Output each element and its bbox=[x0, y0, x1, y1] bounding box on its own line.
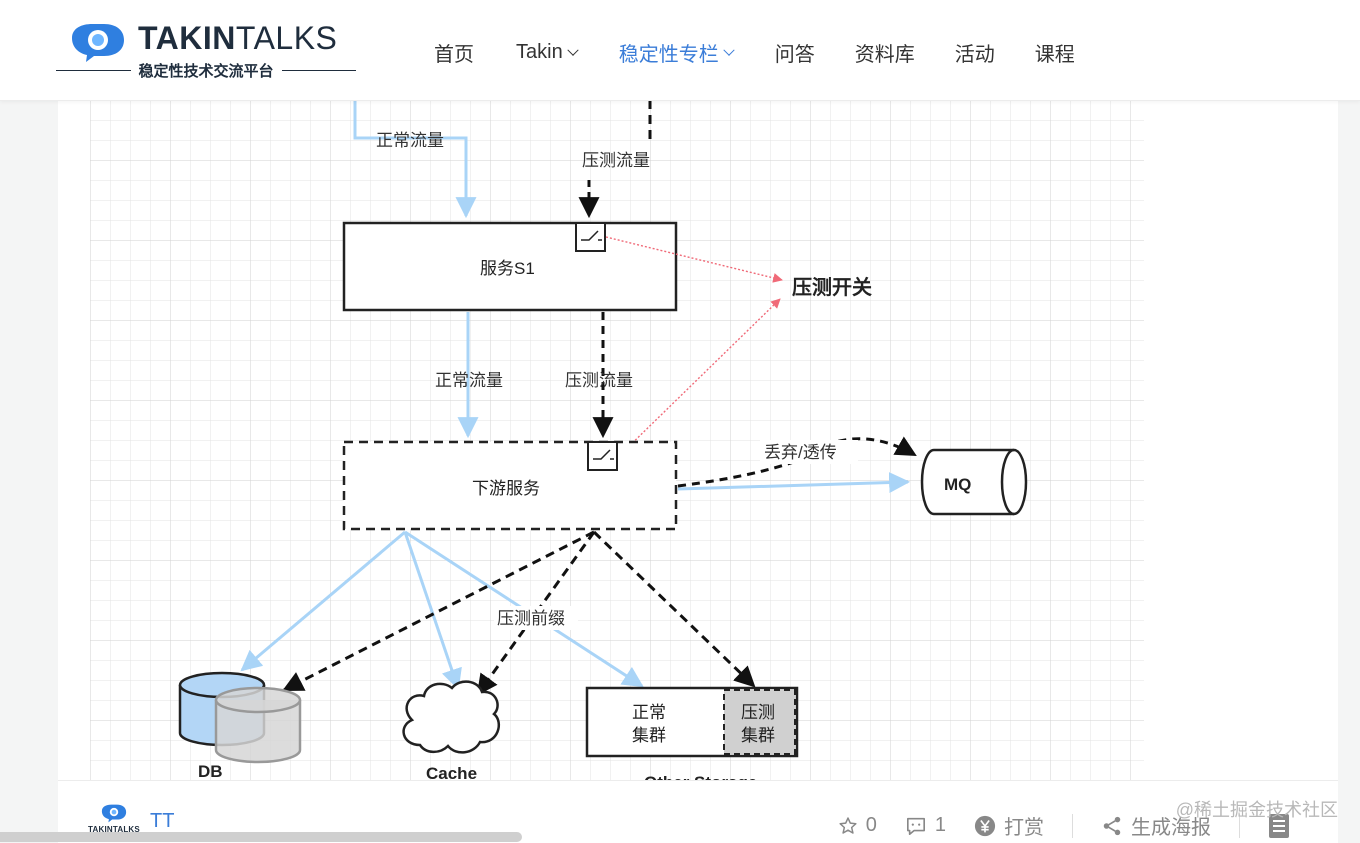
mq-label: MQ bbox=[944, 475, 971, 494]
speech-bubble-logo-icon bbox=[101, 804, 127, 823]
prefix-label-bg bbox=[494, 606, 578, 630]
share-poster-label: 生成海报 bbox=[1131, 817, 1211, 839]
discard-passthrough-label: 丢弃/透传 bbox=[764, 443, 837, 462]
cache-cloud-icon bbox=[402, 680, 500, 754]
horizontal-scrollbar[interactable] bbox=[0, 832, 522, 842]
action-divider bbox=[1072, 813, 1073, 838]
service-s1-box bbox=[342, 221, 678, 312]
stress-test-traffic-diagram: 正常流量 压测流量 服务S1 压测开关 正常流量 压测流量 下游服务 bbox=[90, 100, 1144, 792]
yen-icon bbox=[974, 815, 996, 836]
action-divider bbox=[1239, 813, 1240, 838]
stress-cluster-box bbox=[723, 689, 796, 755]
author-name[interactable]: TT bbox=[150, 810, 175, 832]
normal-cluster-label-1: 正常 bbox=[632, 703, 666, 722]
mq-normal-flow-arrow bbox=[677, 472, 911, 494]
main-nav: 首页 Takin 稳定性专栏 问答 资料库 活动 课程 bbox=[420, 38, 1075, 67]
nav-item-stability-column[interactable]: 稳定性专栏 bbox=[618, 38, 735, 67]
stress-prefix-label: 压测前缀 bbox=[497, 609, 565, 628]
speech-bubble-logo-icon bbox=[72, 24, 124, 62]
nav-item-home[interactable]: 首页 bbox=[434, 38, 474, 67]
db-cylinder-icon bbox=[178, 671, 302, 764]
nav-label: 稳定性专栏 bbox=[618, 44, 719, 66]
mq-queue-icon bbox=[920, 448, 1028, 516]
logo-tagline: 稳定性技术交流平台 bbox=[138, 62, 274, 80]
nav-label: 课程 bbox=[1034, 44, 1075, 66]
stress-cluster-label-1: 压测 bbox=[741, 703, 775, 722]
document-icon bbox=[1269, 813, 1289, 838]
action-buttons: 0 1 打赏 生成海报 bbox=[838, 811, 1298, 840]
top-normal-flow-label: 正常流量 bbox=[376, 131, 444, 150]
nav-label: 首页 bbox=[434, 44, 474, 66]
cache-normal-flow-arrow bbox=[403, 531, 462, 690]
author-info[interactable]: TAKINTALKS TT bbox=[88, 803, 175, 834]
watermark: @稀土掘金技术社区 bbox=[1175, 800, 1338, 820]
nav-item-courses[interactable]: 课程 bbox=[1035, 38, 1075, 67]
cache-label: Cache bbox=[426, 764, 477, 783]
top-normal-flow-arrow bbox=[353, 100, 477, 219]
service-s1-switch-icon bbox=[575, 222, 606, 252]
top-stress-flow-label: 压测流量 bbox=[582, 151, 650, 170]
share-icon bbox=[1103, 816, 1121, 835]
author-logo-text: TAKINTALKS bbox=[88, 825, 140, 834]
article-body: 正常流量 压测流量 服务S1 压测开关 正常流量 压测流量 下游服务 bbox=[58, 100, 1338, 842]
stress-cluster-label-2: 集群 bbox=[741, 726, 775, 745]
nav-label: Takin bbox=[516, 41, 563, 63]
star-icon bbox=[839, 816, 857, 834]
comment-icon bbox=[906, 817, 925, 835]
nav-item-events[interactable]: 活动 bbox=[955, 38, 995, 67]
storage-stress-flow-arrow bbox=[592, 530, 756, 688]
star-button[interactable]: 0 bbox=[838, 814, 877, 837]
share-poster-button[interactable]: 生成海报 bbox=[1101, 811, 1211, 840]
star-count: 0 bbox=[865, 814, 877, 836]
mid-normal-flow-label: 正常流量 bbox=[435, 371, 503, 390]
normal-cluster-label-2: 集群 bbox=[632, 726, 666, 745]
reward-button[interactable]: 打赏 bbox=[974, 811, 1044, 840]
downstream-switch-icon bbox=[587, 441, 618, 471]
downstream-service-box bbox=[342, 440, 678, 531]
db-normal-flow-arrow bbox=[240, 530, 406, 672]
db-stress-flow-arrow bbox=[282, 530, 595, 692]
nav-item-library[interactable]: 资料库 bbox=[855, 38, 915, 67]
reward-label: 打赏 bbox=[1004, 817, 1044, 839]
switch-link-lower bbox=[617, 298, 781, 458]
chevron-down-icon bbox=[723, 44, 735, 56]
chevron-down-icon bbox=[567, 44, 579, 56]
site-header: TAKINTALKS 稳定性技术交流平台 首页 Takin 稳定性专栏 问答 资… bbox=[0, 0, 1360, 101]
service-s1-label: 服务S1 bbox=[480, 259, 535, 278]
nav-label: 资料库 bbox=[854, 44, 915, 66]
comment-count: 1 bbox=[934, 814, 946, 836]
nav-item-takin[interactable]: Takin bbox=[516, 38, 579, 67]
nav-item-qa[interactable]: 问答 bbox=[775, 38, 815, 67]
db-label: DB bbox=[198, 762, 223, 781]
downstream-service-label: 下游服务 bbox=[472, 479, 540, 498]
mid-stress-flow-label: 压测流量 bbox=[565, 371, 633, 390]
site-logo[interactable]: TAKINTALKS 稳定性技术交流平台 bbox=[56, 18, 357, 84]
nav-label: 问答 bbox=[774, 44, 815, 66]
discard-label-bg bbox=[760, 440, 858, 464]
catalog-button[interactable] bbox=[1268, 813, 1298, 839]
tagline-rule-right bbox=[281, 69, 357, 71]
logo-wordmark: TAKINTALKS bbox=[138, 20, 338, 56]
stress-switch-label: 压测开关 bbox=[792, 275, 872, 299]
cache-stress-flow-arrow bbox=[476, 531, 596, 696]
mq-stress-flow-arrow bbox=[677, 436, 917, 488]
comment-button[interactable]: 1 bbox=[905, 814, 946, 837]
tagline-rule-left bbox=[56, 69, 131, 71]
grid-canvas-major bbox=[90, 100, 1144, 780]
logo-tagline-row: 稳定性技术交流平台 bbox=[56, 60, 357, 80]
nav-label: 活动 bbox=[954, 44, 995, 66]
author-avatar: TAKINTALKS bbox=[88, 803, 148, 834]
